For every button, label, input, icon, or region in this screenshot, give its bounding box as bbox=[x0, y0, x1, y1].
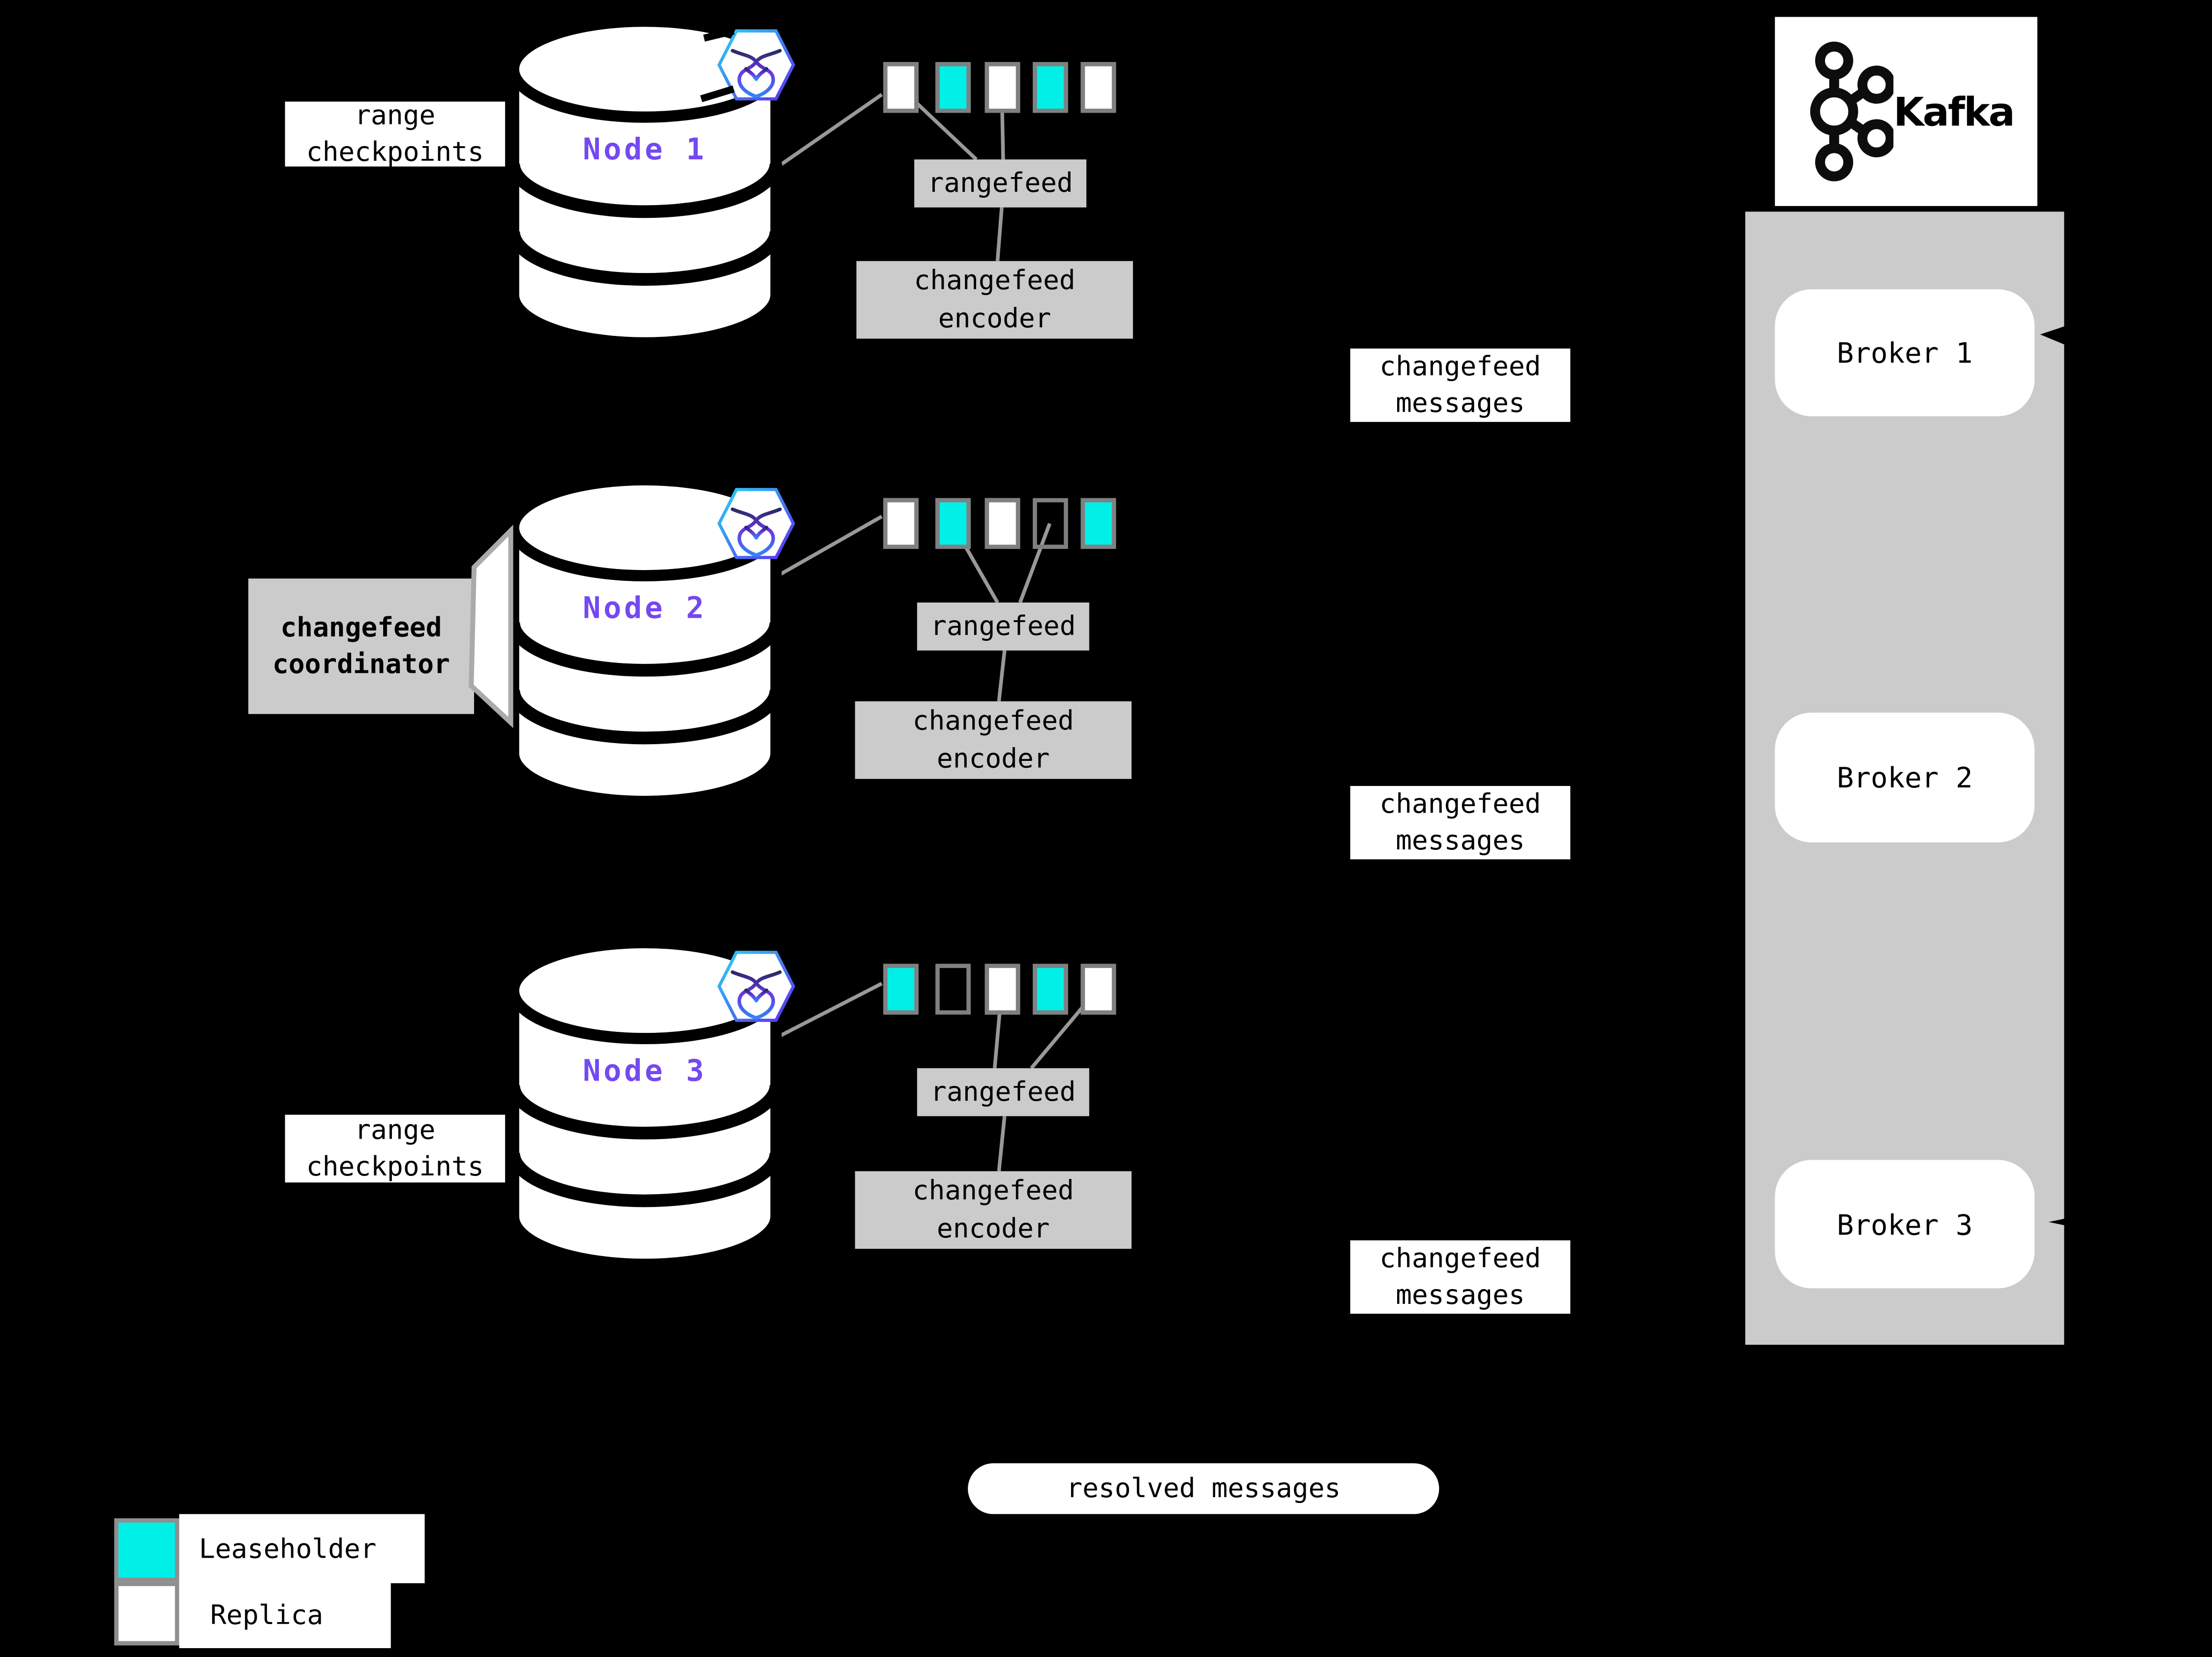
legend-replica-swatch bbox=[114, 1582, 179, 1646]
broker-3-box: Broker 3 bbox=[1775, 1160, 2035, 1289]
changefeed-coordinator-label: changefeed coordinator bbox=[248, 578, 474, 714]
changefeed-encoder-box: changefeed encoder bbox=[855, 701, 1132, 779]
broker-1-box: Broker 1 bbox=[1775, 289, 2035, 417]
crdb-logo-icon bbox=[717, 951, 795, 1022]
kafka-wordmark: Kafka bbox=[1893, 88, 2015, 135]
kafka-logo-icon bbox=[1810, 41, 1894, 181]
legend-leaseholder-swatch bbox=[114, 1518, 179, 1582]
range-checkpoints-label: range checkpoints bbox=[285, 100, 506, 168]
range-checkpoints-label: range checkpoints bbox=[285, 1115, 506, 1183]
node3-db-cylinder bbox=[507, 937, 782, 1270]
rangefeed-box: rangefeed bbox=[914, 159, 1087, 208]
range-square bbox=[1080, 498, 1116, 549]
range-square bbox=[1033, 964, 1068, 1015]
changefeed-messages-label: changefeed messages bbox=[1350, 786, 1571, 860]
legend-replica-label: Replica bbox=[179, 1583, 391, 1648]
range-square bbox=[883, 498, 919, 549]
range-square bbox=[1033, 498, 1068, 549]
range-square bbox=[1033, 62, 1068, 113]
changefeed-messages-label: changefeed messages bbox=[1350, 348, 1571, 422]
range-square bbox=[935, 62, 971, 113]
node3-label: Node 3 bbox=[583, 1054, 707, 1088]
node1-label: Node 1 bbox=[583, 132, 707, 167]
changefeed-encoder-box: changefeed encoder bbox=[856, 261, 1133, 339]
crdb-logo-icon bbox=[717, 488, 795, 559]
changefeed-encoder-box: changefeed encoder bbox=[855, 1171, 1132, 1249]
rangefeed-box: rangefeed bbox=[917, 1068, 1089, 1116]
range-square bbox=[985, 498, 1020, 549]
range-square bbox=[935, 498, 971, 549]
range-square bbox=[883, 964, 919, 1015]
broker-2-box: Broker 2 bbox=[1775, 712, 2035, 843]
crdb-logo-icon bbox=[717, 29, 795, 101]
legend-leaseholder-label: Leaseholder bbox=[179, 1514, 425, 1584]
range-square bbox=[985, 62, 1020, 113]
changefeed-messages-label: changefeed messages bbox=[1350, 1240, 1571, 1314]
coordinator-flag-pointer bbox=[469, 524, 513, 728]
rangefeed-box: rangefeed bbox=[917, 603, 1089, 651]
resolved-messages-pill: resolved messages bbox=[968, 1463, 1439, 1514]
range-square bbox=[985, 964, 1020, 1015]
range-square bbox=[1080, 62, 1116, 113]
range-square bbox=[883, 62, 919, 113]
node2-label: Node 2 bbox=[583, 591, 707, 625]
range-square bbox=[935, 964, 971, 1015]
range-square bbox=[1080, 964, 1116, 1015]
kafka-logo-box: Kafka bbox=[1775, 17, 2037, 206]
